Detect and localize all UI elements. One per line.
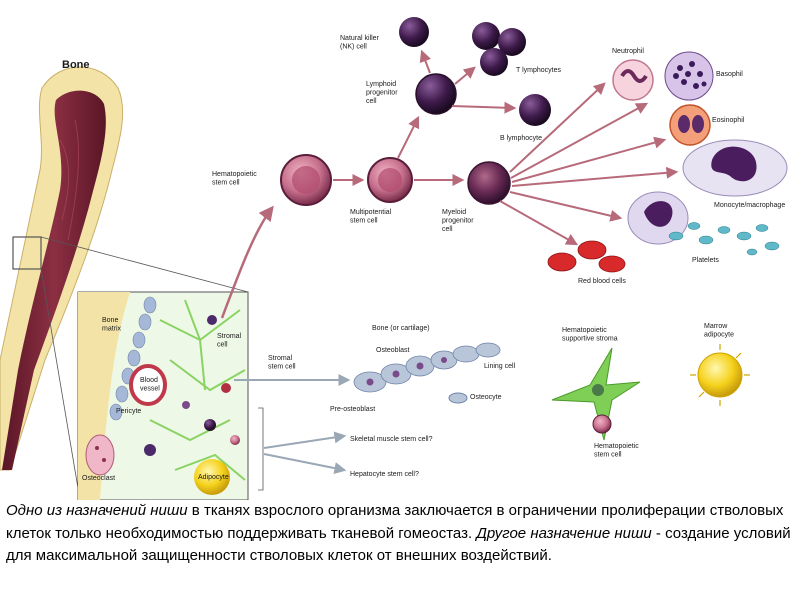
osteoclast-label: Osteoclast (82, 475, 115, 482)
eosinophil-label: Eosinophil (712, 117, 745, 124)
bone-label: Bone (62, 59, 90, 71)
bone-cartilage-label: Bone (or cartilage) (372, 325, 430, 332)
t-lymphocytes-label: T lymphocytes (516, 67, 561, 74)
lymphoid-cell (415, 73, 457, 115)
caption: Одно из назначений ниши в тканях взросло… (6, 500, 796, 598)
marrow-adipocyte-cell (697, 352, 743, 398)
nk-cell (399, 17, 429, 47)
supportive-stroma-cell (551, 347, 641, 441)
b-lymphocyte-label: B lymphocyte (500, 135, 542, 142)
nk-label: Natural killer(NK) cell (340, 35, 380, 51)
skeletal-muscle-label: Skeletal muscle stem cell? (350, 436, 433, 443)
zoom-line-bottom (40, 268, 81, 500)
zoom-line-top (40, 236, 249, 293)
t-lymphocytes (472, 22, 526, 76)
myeloid-cell (467, 161, 511, 205)
platelets-label: Platelets (692, 257, 719, 264)
adipocyte-label: Adipocyte (198, 474, 229, 481)
zoom-box (12, 236, 42, 270)
caption-part2-italic: Другое назначение ниши (476, 524, 652, 542)
pericyte-label: Pericyte (116, 408, 141, 415)
osteocyte-label: Osteocyte (470, 394, 502, 401)
rbc-label: Red blood cells (578, 278, 626, 285)
b-lymphocyte (519, 94, 551, 126)
red-blood-cells (547, 240, 626, 273)
hepatocyte-label: Hepatocyte stem cell? (350, 471, 419, 478)
osteoblast-label: Osteoblast (376, 347, 410, 354)
platelets (668, 222, 780, 256)
lining-label: Lining cell (484, 363, 516, 370)
arrow-niche-to-hsc (220, 205, 274, 319)
bone-illustration: Bone (0, 59, 249, 500)
basophil-label: Basophil (716, 71, 743, 78)
pre-osteoblast-label: Pre-osteoblast (330, 406, 375, 413)
caption-part2-text: - создание условий для максимальной защи… (6, 524, 791, 565)
caption-part1-text: в тканях взрослого организма заключается… (6, 502, 784, 542)
eosinophil-cell (669, 104, 711, 146)
neutrophil-cell (612, 59, 654, 101)
caption-part1-italic: Одно из назначений ниши (6, 502, 188, 519)
monocyte-label: Monocyte/macrophage (714, 202, 785, 209)
neutrophil-label: Neutrophil (612, 48, 644, 55)
